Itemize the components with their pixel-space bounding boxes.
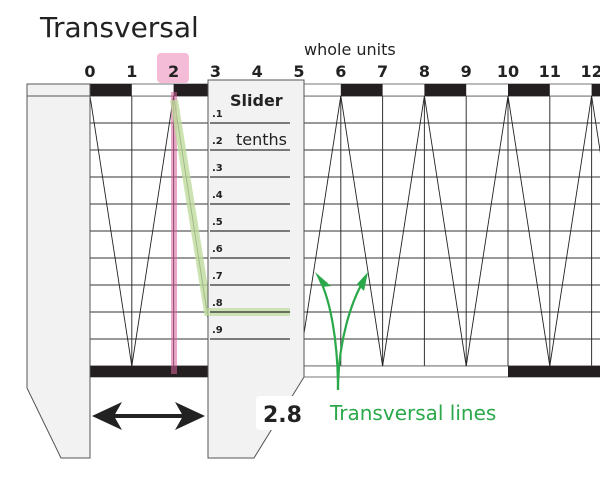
whole-number-10: 10 bbox=[497, 62, 519, 81]
pink-reading-line bbox=[171, 92, 177, 374]
whole-number-11: 11 bbox=[539, 62, 561, 81]
tenths-label: tenths bbox=[236, 130, 287, 149]
arrowhead-left-icon bbox=[315, 272, 331, 287]
slider-tick-label: .8 bbox=[212, 298, 223, 309]
slider-tick-label: .4 bbox=[212, 190, 223, 201]
top-bar-segment bbox=[90, 84, 132, 96]
slider-ticks: .1 .2 .3 .4 .5 .6 .7 .8 .9 bbox=[210, 109, 290, 340]
transversal-line bbox=[131, 95, 175, 367]
bottom-bar-segment bbox=[508, 366, 600, 377]
slider-tick-label: .9 bbox=[212, 325, 223, 336]
whole-number-8: 8 bbox=[419, 62, 430, 81]
transversal-line bbox=[298, 95, 342, 367]
slider-tick-label: .2 bbox=[212, 136, 223, 147]
arrowhead-right-icon bbox=[357, 272, 368, 291]
slider-tick-label: .7 bbox=[212, 271, 223, 282]
double-arrow-icon bbox=[92, 402, 205, 430]
slider-label: Slider bbox=[230, 91, 283, 110]
transversal-line bbox=[465, 95, 509, 367]
title: Transversal bbox=[39, 11, 199, 44]
transversal-line bbox=[382, 95, 425, 367]
transversal-line bbox=[423, 95, 467, 367]
highlight-number-box bbox=[157, 53, 189, 83]
whole-number-9: 9 bbox=[461, 62, 472, 81]
top-bar-segment bbox=[340, 84, 383, 96]
fixed-jaw bbox=[26, 83, 91, 459]
transversal-line bbox=[89, 95, 133, 367]
top-bar-segment bbox=[508, 84, 550, 96]
transversal-line bbox=[549, 95, 593, 367]
whole-number-4: 4 bbox=[252, 62, 263, 81]
slider[interactable]: Slider tenths .1 .2 .3 .4 .5 .6 .7 .8 .9 bbox=[206, 79, 305, 459]
reading-box bbox=[256, 396, 306, 430]
whole-number-0: 0 bbox=[84, 62, 95, 81]
slider-tick-label: .1 bbox=[212, 109, 223, 120]
reading-value: 2.8 bbox=[263, 403, 302, 428]
whole-number-1: 1 bbox=[126, 62, 137, 81]
slider-tick-label: .5 bbox=[212, 217, 223, 228]
slider-tick-label: .6 bbox=[212, 244, 223, 255]
slider-tick-label: .3 bbox=[212, 163, 223, 174]
transversal-line bbox=[340, 95, 384, 367]
transversal-line bbox=[591, 95, 600, 154]
whole-number-6: 6 bbox=[335, 62, 346, 81]
annotation-label: Transversal lines bbox=[329, 401, 496, 425]
top-bar-segment bbox=[424, 84, 467, 96]
top-bar-segment bbox=[591, 84, 600, 96]
whole-number-5: 5 bbox=[293, 62, 304, 81]
top-bar-segment bbox=[173, 84, 216, 96]
transversal-line bbox=[507, 95, 551, 367]
whole-number-3: 3 bbox=[210, 62, 221, 81]
whole-number-2: 2 bbox=[168, 62, 179, 81]
units-label: whole units bbox=[304, 40, 396, 59]
whole-number-12: 12 bbox=[580, 62, 600, 81]
whole-number-7: 7 bbox=[377, 62, 388, 81]
bottom-bar-segment bbox=[90, 366, 208, 377]
